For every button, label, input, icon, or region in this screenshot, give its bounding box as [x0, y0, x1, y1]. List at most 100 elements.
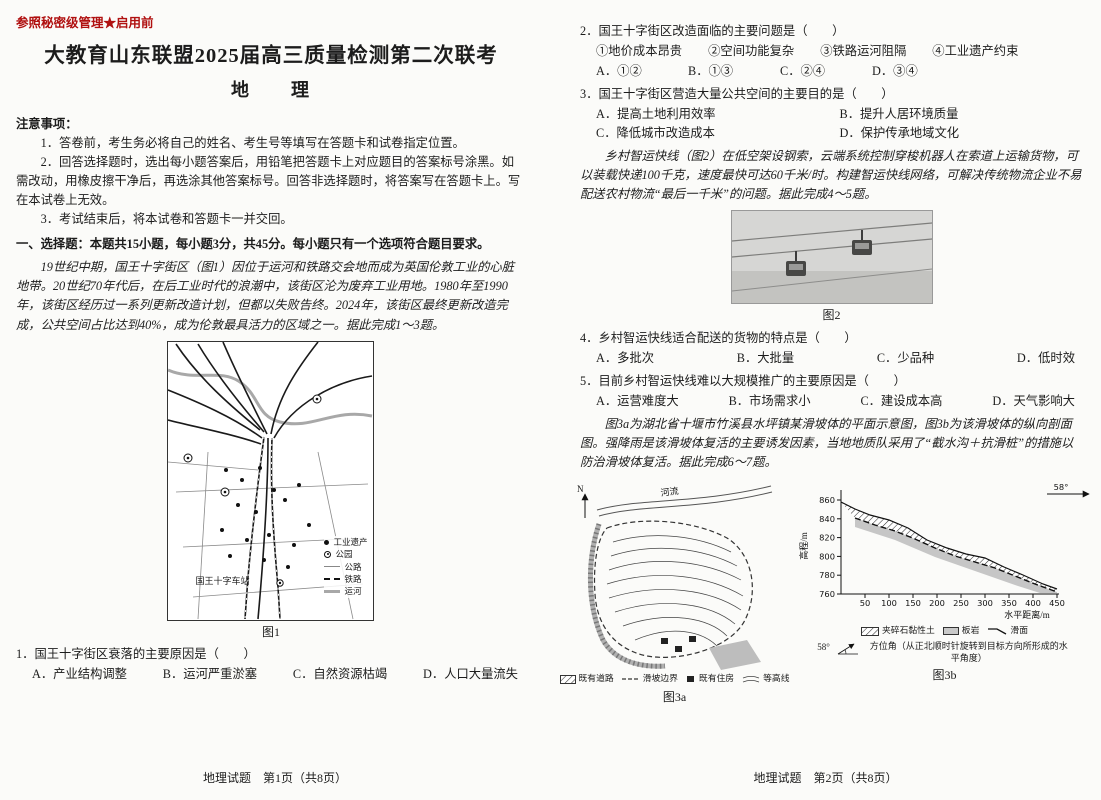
option-d: D．保护传承地域文化 [839, 126, 960, 141]
canal-icon [324, 589, 341, 593]
slip-surface-icon [988, 628, 1007, 635]
security-notice: 参照秘密级管理★启用前 [16, 16, 154, 30]
park-symbols [183, 394, 321, 497]
y-axis-ticks: 860 840 820 800 780 760 [819, 495, 841, 599]
figure-3b-legend: 夹碎石黏性土 板岩 滑面 [795, 624, 1095, 638]
legend-item-canal: 运河 [324, 585, 367, 597]
subject-title: 地 理 [231, 80, 311, 101]
kings-cross-map [167, 341, 372, 619]
north-label: N [577, 484, 584, 494]
option-d: D．③④ [872, 64, 918, 79]
passage-2: 乡村智运快线（图2）在低空架设钢索，云端系统控制穿梭机器人在索道上运输货物，可以… [580, 149, 1082, 202]
legend-item-house: 既有住房 [686, 672, 734, 686]
notes-heading: 注意事项： [16, 117, 78, 132]
option-b: B．大批量 [736, 351, 795, 366]
passage-3: 图3a为湖北省十堰市竹溪县水坪镇某滑坡体的平面示意图，图3b为该滑坡体的纵向剖面… [580, 417, 1074, 470]
option-a: A．产业结构调整 [32, 667, 127, 682]
industrial-heritage-dots [219, 465, 311, 569]
figure-1-legend: 工业遗产 公园 公路 铁路 运河 [324, 535, 368, 598]
option-b: B．运河严重淤塞 [162, 667, 258, 682]
page-2: 2．国王十字街区改造面临的主要问题是（ ） ①地价成本昂贵 ②空间功能复杂 ③铁… [550, 0, 1101, 800]
svg-text:760: 760 [819, 589, 835, 599]
option-a: A．提高土地利用效率 [596, 107, 716, 122]
contour-icon [742, 675, 760, 683]
question-1-stem: 1．国王十字街区衰落的主要原因是（ ） [16, 647, 256, 662]
passage-1: 19世纪中期，国王十字街区（图1）因位于运河和铁路交会地而成为英国伦敦工业的心脏… [16, 260, 515, 332]
note-item-2: 2．回答选择题时，选出每小题答案后，用铅笔把答题卡上对应题目的答案标号涂黑。如需… [16, 155, 521, 208]
option-d: D．天气影响大 [992, 394, 1075, 409]
figure-2: 图2 [730, 210, 933, 325]
option-a: A．①② [596, 64, 642, 79]
svg-text:250: 250 [953, 598, 969, 608]
cableway-photo [730, 210, 933, 305]
landslide-plan-map: N 河流 [577, 484, 772, 671]
legend-item-soil: 夹碎石黏性土 [860, 624, 935, 638]
option-b: B．提升人居环境质量 [839, 107, 959, 122]
question-1-options: A．产业结构调整 B．运河严重淤塞 C．自然资源枯竭 D．人口大量流失 [16, 665, 526, 684]
azimuth-note-row: 58° 方位角（从正北顺时针旋转到目标方向所形成的水平角度） [795, 641, 1095, 664]
svg-text:350: 350 [1001, 598, 1017, 608]
soil-icon [860, 626, 879, 636]
cable-car-1 [785, 251, 806, 277]
option-a: A．多批次 [596, 351, 655, 366]
legend-item-contour: 等高线 [742, 672, 790, 686]
page-2-footer: 地理试题 第2页（共8页） [753, 771, 898, 786]
question-2: 2．国王十字街区改造面临的主要问题是（ ） ①地价成本昂贵 ②空间功能复杂 ③铁… [580, 22, 1083, 81]
option-d: D．人口大量流失 [423, 667, 518, 682]
rock-layer [854, 518, 1057, 594]
svg-text:400: 400 [1025, 598, 1041, 608]
question-4: 4．乡村智运快线适合配送的货物的特点是（ ） A．多批次 B．大批量 C．少品种… [580, 329, 1083, 368]
question-3-options: A．提高土地利用效率 B．提升人居环境质量 C．降低城市改造成本 D．保护传承地… [580, 105, 1083, 143]
legend-item-industrial: 工业遗产 [324, 536, 368, 548]
page-1-footer: 地理试题 第1页（共8页） [202, 771, 347, 786]
option-c: C．少品种 [876, 351, 935, 366]
cableway-illustration [731, 211, 932, 304]
figure-3b: 860 840 820 800 780 760 高程/m [795, 480, 1095, 685]
landslide-boundary [593, 520, 753, 659]
y-axis-label: 高程/m [798, 533, 809, 561]
svg-text:150: 150 [905, 598, 921, 608]
industrial-icon [324, 539, 330, 545]
canal-line [167, 368, 372, 425]
existing-house-icon [686, 676, 694, 683]
option-a: A．运营难度大 [596, 394, 679, 409]
svg-text:800: 800 [819, 552, 835, 562]
legend-item-road: 公路 [324, 561, 367, 573]
question-2-subitems: ①地价成本昂贵 ②空间功能复杂 ③铁路运河阻隔 ④工业遗产约束 [596, 44, 1019, 59]
ground-surface-line [840, 501, 1057, 590]
svg-text:300: 300 [977, 598, 993, 608]
option-b: B．①③ [688, 64, 734, 79]
note-item-1: 1．答卷前，考生务必将自己的姓名、考生号等填写在答题卡和试卷指定位置。 [40, 136, 465, 151]
question-3: 3．国王十字街区营造大量公共空间的主要目的是（ ） A．提高土地利用效率 B．提… [580, 85, 1083, 143]
svg-text:50: 50 [859, 598, 870, 608]
azimuth-note: 方位角（从正北顺时针旋转到目标方向所形成的水平角度） [869, 640, 1068, 663]
svg-text:840: 840 [819, 514, 835, 524]
direction-angle: 58° [1053, 482, 1068, 492]
station-marker [275, 578, 284, 587]
rail-icon [324, 578, 341, 581]
section-1-header: 一、选择题：本题共15小题，每小题3分，共45分。每小题只有一个选项符合题目要求… [16, 237, 490, 252]
azimuth-angle: 58° [817, 641, 830, 652]
question-5: 5．目前乡村智运快线难以大规模推广的主要原因是（ ） A．运营难度大 B．市场需… [580, 372, 1083, 411]
question-5-options: A．运营难度大 B．市场需求小 C．建设成本高 D．天气影响大 [580, 392, 1083, 411]
legend-item-boundary: 滑坡边界 [621, 672, 678, 686]
question-4-stem: 4．乡村智运快线适合配送的货物的特点是（ ） [580, 331, 857, 346]
direction-arrow: 58° [1046, 482, 1090, 498]
svg-text:820: 820 [819, 533, 835, 543]
cable-car-2 [851, 230, 872, 256]
x-axis-ticks: 50 100 150 200 250 300 350 400 450 [859, 594, 1064, 608]
rock-icon [942, 627, 959, 636]
svg-text:450: 450 [1049, 598, 1065, 608]
river-label: 河流 [659, 485, 678, 498]
road-icon [324, 566, 341, 568]
option-d: D．低时效 [1016, 351, 1075, 366]
question-4-options: A．多批次 B．大批量 C．少品种 D．低时效 [580, 349, 1083, 368]
figure-3a-caption: 图3a [662, 689, 687, 704]
svg-text:200: 200 [929, 598, 945, 608]
question-1: 1．国王十字街区衰落的主要原因是（ ） A．产业结构调整 B．运河严重淤塞 C．… [16, 645, 526, 684]
svg-text:780: 780 [819, 571, 835, 581]
figure-1-map: 工业遗产 公园 公路 铁路 运河 国王十字车站 [166, 340, 374, 621]
soil-layer [840, 502, 1057, 593]
question-2-options: A．①② B．①③ C．②④ D．③④ [580, 62, 1083, 81]
